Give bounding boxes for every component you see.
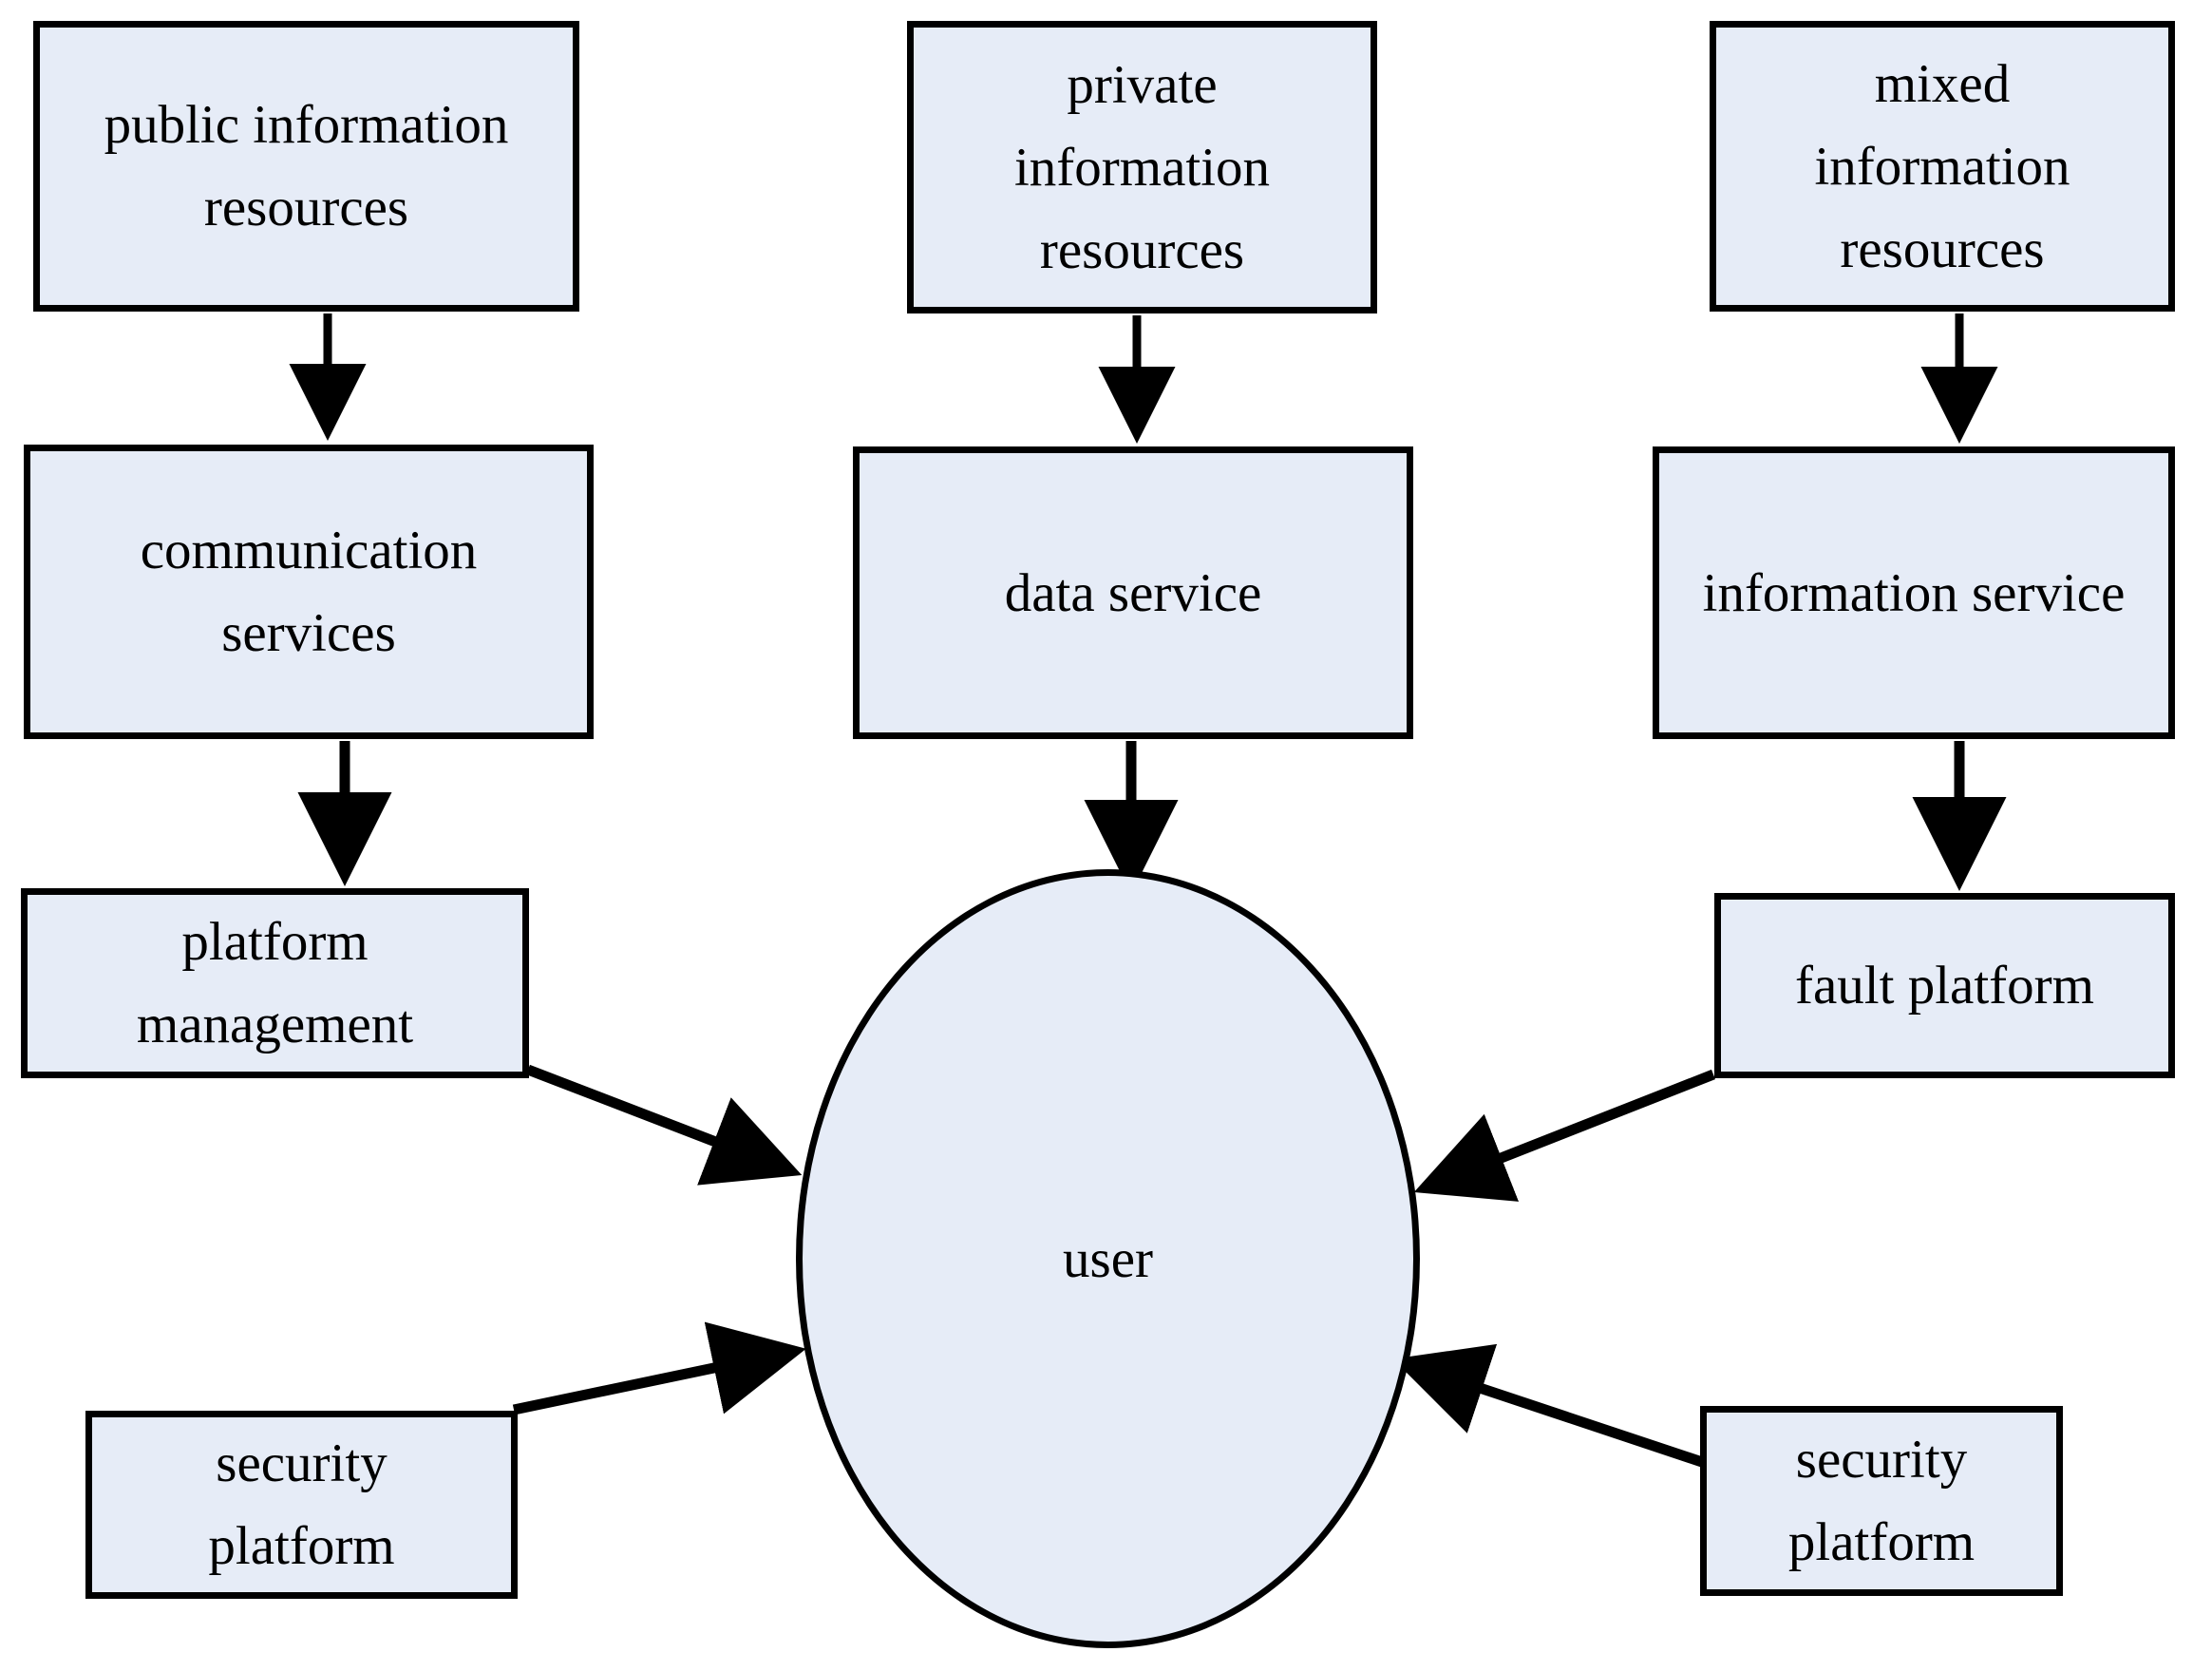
node-label-line: data service	[1004, 562, 1262, 623]
node-label-line: information service	[1702, 562, 2126, 623]
node-platform-management[interactable]: platform management	[21, 888, 529, 1078]
node-fault-platform[interactable]: fault platform	[1714, 893, 2175, 1078]
node-label-line: public information	[104, 95, 509, 155]
node-public-information-resources[interactable]: public information resources	[33, 21, 579, 312]
node-communication-services[interactable]: communication services	[24, 445, 594, 739]
node-label-line: user	[1063, 1228, 1153, 1289]
node-label-line: private	[1067, 54, 1218, 115]
node-label-line: resources	[1840, 218, 2045, 279]
node-private-information-resources[interactable]: private information resources	[907, 21, 1377, 313]
node-label-line: information	[1013, 137, 1271, 198]
node-label-line: mixed	[1874, 53, 2011, 114]
node-label-line: security	[216, 1434, 388, 1493]
node-information-service[interactable]: information service	[1653, 446, 2175, 739]
edge-platform-management-to-user	[526, 1064, 803, 1186]
node-security-platform-right[interactable]: security platform	[1700, 1406, 2063, 1596]
node-security-platform-left[interactable]: security platform	[85, 1411, 518, 1599]
node-label-line: information	[1814, 136, 2070, 197]
node-label-line: communication	[140, 521, 478, 580]
node-mixed-information-resources[interactable]: mixed information resources	[1710, 21, 2175, 312]
node-label-line: security	[1795, 1430, 1968, 1490]
node-data-service[interactable]: data service	[853, 446, 1413, 739]
node-user[interactable]: user	[796, 869, 1420, 1648]
edge-security-platform-left-to-user	[512, 1321, 806, 1415]
node-label-line: management	[136, 995, 414, 1054]
node-label-line: resources	[1039, 219, 1245, 280]
node-label-line: services	[221, 603, 396, 663]
node-label-line: resources	[203, 178, 409, 237]
node-label-line: platform	[208, 1516, 395, 1576]
node-label-line: platform	[181, 912, 369, 972]
edge-fault-platform-to-user	[1413, 1069, 1716, 1202]
node-label-line: fault platform	[1795, 956, 2094, 1016]
edge-security-platform-right-to-user	[1392, 1343, 1704, 1468]
node-label-line: platform	[1787, 1512, 1976, 1572]
